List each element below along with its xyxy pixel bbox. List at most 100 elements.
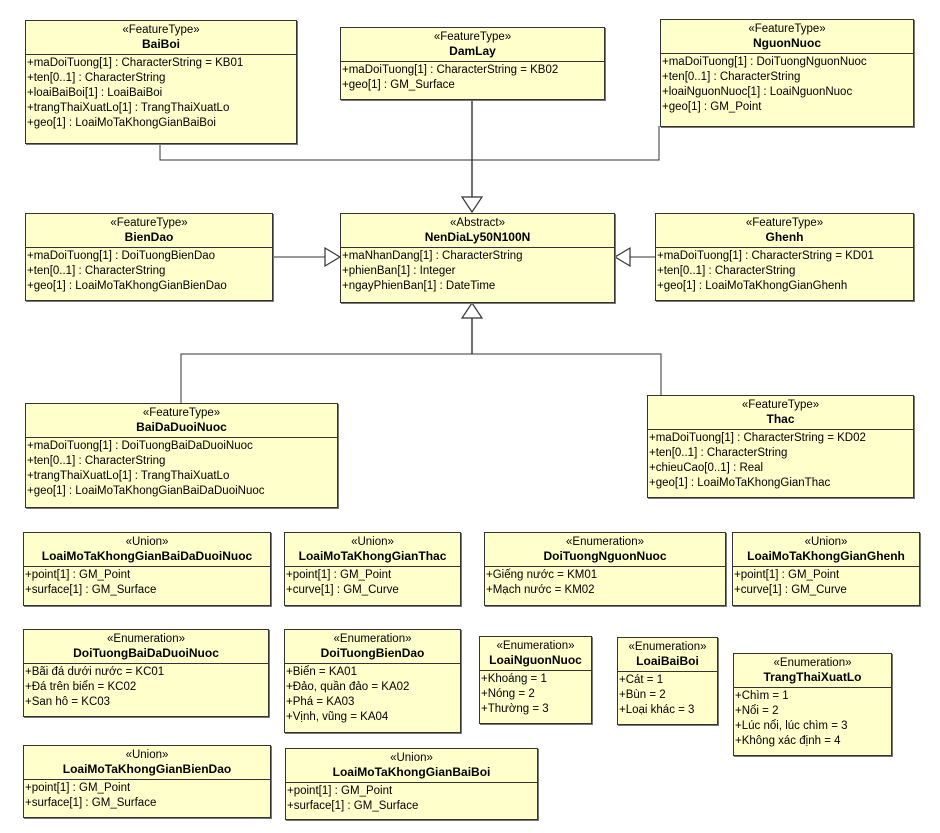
enum-literal: +Biển = KA01 <box>286 666 357 678</box>
enum-literal: +San hô = KC03 <box>25 696 111 708</box>
enum-literal: +Bùn = 2 <box>619 689 666 701</box>
stereotype: «FeatureType» <box>142 407 221 419</box>
class-name: LoaiBaiBoi <box>636 654 699 668</box>
class-name: DoiTuongBaiDaDuoiNuoc <box>73 646 219 660</box>
enum-literal: +Chìm = 1 <box>735 690 789 702</box>
attribute: +phienBan[1] : Integer <box>342 265 456 277</box>
class-name: DamLay <box>449 44 496 58</box>
class-name: LoaiMoTaKhongGianBienDao <box>62 762 232 776</box>
stereotype: «Union» <box>804 536 848 548</box>
class-biendao[interactable]: «FeatureType»BienDao +maDoiTuong[1] : Do… <box>25 213 273 301</box>
attribute: +maDoiTuong[1] : CharacterString = KB02 <box>342 64 559 76</box>
enum-loaibaiboi[interactable]: «Enumeration»LoaiBaiBoi +Cát = 1 +Bùn = … <box>617 637 718 725</box>
class-baidaduoinuoc[interactable]: «FeatureType»BaiDaDuoiNuoc +maDoiTuong[1… <box>25 403 338 508</box>
attribute: +point[1] : GM_Point <box>734 569 840 581</box>
union-loaimotakhonggianghenh[interactable]: «Union»LoaiMoTaKhongGianGhenh +point[1] … <box>732 532 920 606</box>
enum-doituongnguonnuoc[interactable]: «Enumeration»DoiTuongNguonNuoc +Giếng nư… <box>484 532 726 606</box>
stereotype: «Union» <box>125 749 169 761</box>
class-name: Ghenh <box>765 230 804 244</box>
attribute: +chieuCao[0..1] : Real <box>649 462 764 474</box>
attribute: +loaiNguonNuoc[1] : LoaiNguonNuoc <box>662 86 853 98</box>
attribute: +point[1] : GM_Point <box>286 569 392 581</box>
class-name: BaiDaDuoiNuoc <box>136 420 227 434</box>
enum-literal: +Bãi đá dưới nước = KC01 <box>25 666 165 678</box>
attribute: +point[1] : GM_Point <box>25 782 131 794</box>
attribute: +trangThaiXuatLo[1] : TrangThaiXuatLo <box>27 102 230 114</box>
generalization-arrow-left <box>324 246 342 268</box>
attribute: +surface[1] : GM_Surface <box>25 797 157 809</box>
attribute: +surface[1] : GM_Surface <box>25 584 157 596</box>
attribute: +ten[0..1] : CharacterString <box>27 265 166 277</box>
attribute: +point[1] : GM_Point <box>287 785 393 797</box>
stereotype: «Union» <box>351 536 394 548</box>
enum-literal: +Loại khác = 3 <box>619 704 695 716</box>
attribute: +point[1] : GM_Point <box>25 569 131 581</box>
connector-baiboi <box>159 126 660 161</box>
class-name: TrangThaiXuatLo <box>763 670 862 684</box>
class-baiboi[interactable]: «FeatureType»BaiBoi +maDoiTuong[1] : Cha… <box>25 20 297 144</box>
class-name: BaiBoi <box>141 37 180 51</box>
generalization-arrow-bottom <box>460 301 484 319</box>
stereotype: «Union» <box>125 536 169 548</box>
attribute: +geo[1] : GM_Surface <box>342 79 455 91</box>
union-loaimotakhonggianthac[interactable]: «Union»LoaiMoTaKhongGianThac +point[1] :… <box>284 532 461 606</box>
attribute: +trangThaiXuatLo[1] : TrangThaiXuatLo <box>27 470 230 482</box>
enum-doituongbaidaduoinuoc[interactable]: «Enumeration»DoiTuongBaiDaDuoiNuoc +Bãi … <box>23 629 269 717</box>
enum-literal: +Mạch nước = KM02 <box>486 584 595 596</box>
class-name: DoiTuongNguonNuoc <box>543 549 667 563</box>
class-name: DoiTuongBienDao <box>320 646 425 660</box>
attribute: +ten[0..1] : CharacterString <box>662 71 801 83</box>
attribute: +ten[0..1] : CharacterString <box>27 72 166 84</box>
enum-literal: +Cát = 1 <box>619 674 664 686</box>
generalization-arrow-top <box>460 196 484 214</box>
enum-doituongbiendao[interactable]: «Enumeration»DoiTuongBienDao +Biển = KA0… <box>284 629 461 733</box>
attribute: +geo[1] : LoaiMoTaKhongGianBienDao <box>27 280 227 292</box>
enum-literal: +Đảo, quần đảo = KA02 <box>286 681 410 693</box>
connector-baidaduoinuoc-thac <box>180 353 662 403</box>
enum-literal: +Phá = KA03 <box>286 696 355 708</box>
attribute: +surface[1] : GM_Surface <box>287 800 419 812</box>
enum-literal: +Không xác định = 4 <box>735 735 841 747</box>
stereotype: «Union» <box>390 752 433 764</box>
class-name: LoaiMoTaKhongGianBaiBoi <box>332 765 491 779</box>
class-damlay[interactable]: «FeatureType»DamLay +maDoiTuong[1] : Cha… <box>340 27 605 100</box>
enum-literal: +Nổi = 2 <box>735 705 779 717</box>
attribute: +geo[1] : GM_Point <box>662 101 762 113</box>
stereotype: «Enumeration» <box>496 640 575 652</box>
attribute: +geo[1] : LoaiMoTaKhongGianBaiDaDuoiNuoc <box>27 485 265 497</box>
stereotype: «FeatureType» <box>433 31 512 43</box>
union-loaimotakhonggianbaidaduoinuoc[interactable]: «Union»LoaiMoTaKhongGianBaiDaDuoiNuoc +p… <box>23 532 271 606</box>
generalization-arrow-right <box>613 246 631 268</box>
stereotype: «FeatureType» <box>741 399 820 411</box>
enum-trangthaixuatlo[interactable]: «Enumeration»TrangThaiXuatLo +Chìm = 1 +… <box>733 653 892 756</box>
stereotype: «Enumeration» <box>566 536 644 548</box>
enum-literal: +Khoáng = 1 <box>481 673 547 685</box>
attribute: +geo[1] : LoaiMoTaKhongGianBaiBoi <box>27 117 216 129</box>
union-loaimotakhonggianbiendao[interactable]: «Union»LoaiMoTaKhongGianBienDao +point[1… <box>23 745 271 818</box>
enum-loainguonnuoc[interactable]: «Enumeration»LoaiNguonNuoc +Khoáng = 1 +… <box>479 636 592 724</box>
enum-literal: +Giếng nước = KM01 <box>486 569 598 581</box>
class-nguonnuoc[interactable]: «FeatureType»NguonNuoc +maDoiTuong[1] : … <box>660 19 914 127</box>
class-name: LoaiMoTaKhongGianGhenh <box>747 549 905 563</box>
attribute: +ten[0..1] : CharacterString <box>649 447 788 459</box>
attribute: +maNhanDang[1] : CharacterString <box>342 250 523 262</box>
stereotype: «Enumeration» <box>773 657 852 669</box>
attribute: +maDoiTuong[1] : DoiTuongBaiDaDuoiNuoc <box>27 440 253 452</box>
attribute: +ten[0..1] : CharacterString <box>27 455 166 467</box>
class-name: LoaiMoTaKhongGianThac <box>298 549 447 563</box>
class-thac[interactable]: «FeatureType»Thac +maDoiTuong[1] : Chara… <box>647 395 914 498</box>
attribute: +maDoiTuong[1] : CharacterString = KD01 <box>657 250 874 262</box>
class-nendialy50n100n[interactable]: «Abstract»NenDiaLy50N100N +maNhanDang[1]… <box>340 213 615 303</box>
attribute: +geo[1] : LoaiMoTaKhongGianThac <box>649 477 831 489</box>
attribute: +maDoiTuong[1] : DoiTuongBienDao <box>27 250 216 262</box>
class-name: LoaiNguonNuoc <box>489 653 582 667</box>
attribute: +geo[1] : LoaiMoTaKhongGianGhenh <box>657 280 848 292</box>
stereotype: «FeatureType» <box>122 24 200 36</box>
stereotype: «Abstract» <box>450 217 505 229</box>
attribute: +curve[1] : GM_Curve <box>286 584 399 596</box>
enum-literal: +Đá trên biển = KC02 <box>25 681 137 693</box>
union-loaimotakhonggianbaiboi[interactable]: «Union»LoaiMoTaKhongGianBaiBoi +point[1]… <box>285 748 538 820</box>
enum-literal: +Vịnh, vũng = KA04 <box>286 711 389 723</box>
class-ghenh[interactable]: «FeatureType»Ghenh +maDoiTuong[1] : Char… <box>655 213 914 301</box>
